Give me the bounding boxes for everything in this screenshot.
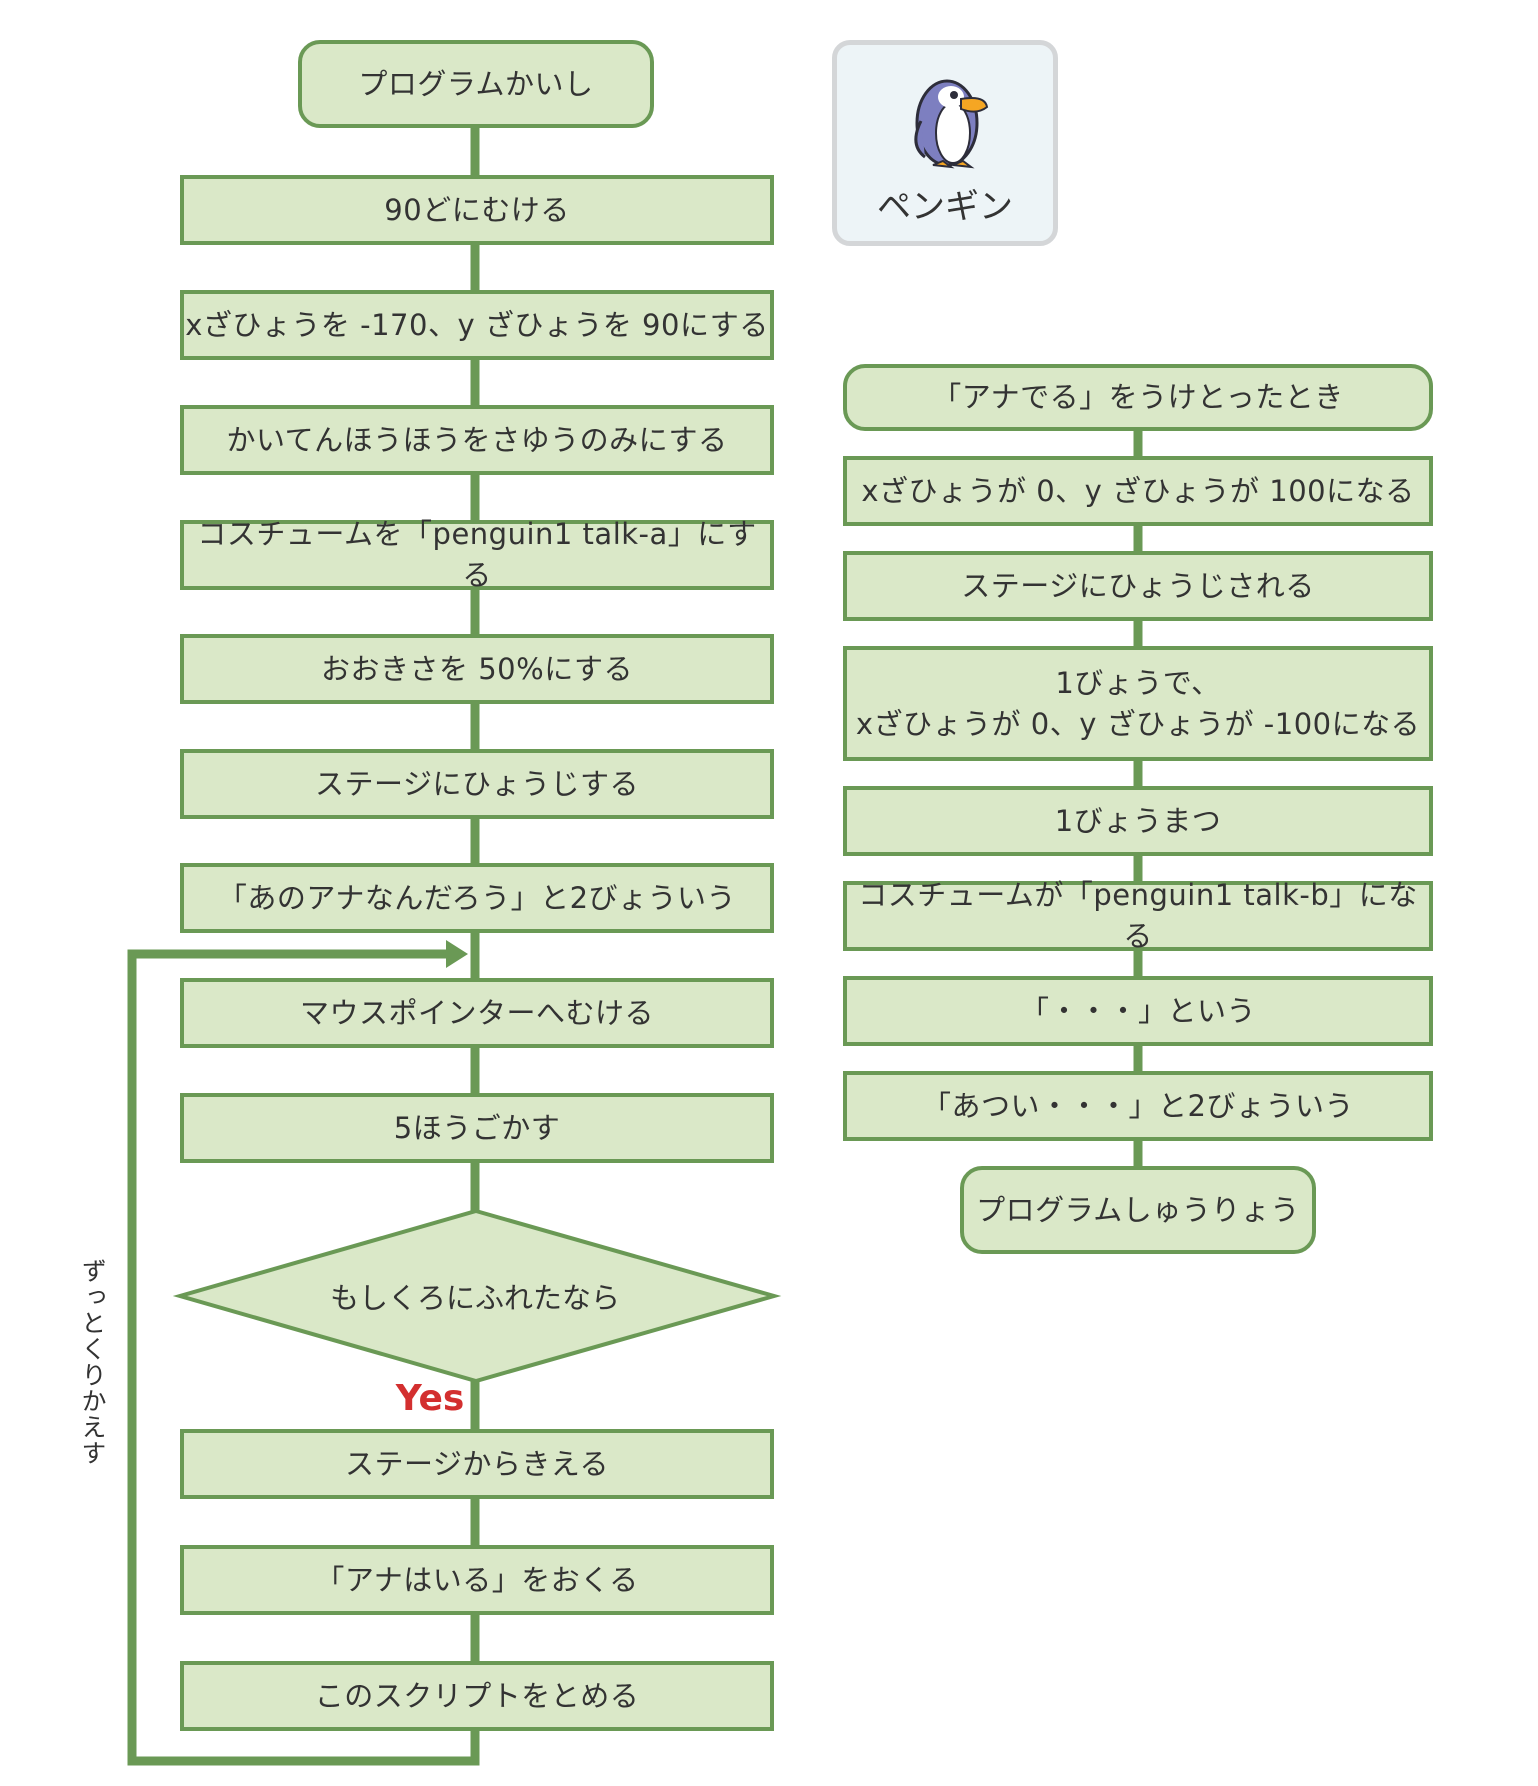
event-step: 「・・・」という [843, 976, 1433, 1046]
condition-diamond [172, 1208, 782, 1384]
main-step: ステージにひょうじする [180, 749, 774, 819]
sprite-card: ペンギン [832, 40, 1058, 246]
main-step: おおきさを 50%にする [180, 634, 774, 704]
event-end-terminal: プログラムしゅうりょう [960, 1166, 1316, 1254]
loop-label: ずっとくりかえす [78, 1258, 107, 1466]
main-step: 90どにむける [180, 175, 774, 245]
event-step: 1びょうまつ [843, 786, 1433, 856]
loop-back-line [127, 949, 480, 1766]
condition-label: もしくろにふれたなら [329, 1281, 620, 1315]
main-step: マウスポインターへむける [180, 978, 774, 1048]
event-step: コスチュームが「penguin1 talk-b」になる [843, 878, 1433, 953]
penguin-icon [914, 79, 989, 169]
main-step: 「あのアナなんだろう」と2びょういう [180, 863, 774, 933]
event-step: 1びょうで、 xざひょうが 0、y ざひょうが -100になる [843, 646, 1433, 761]
sprite-name: ペンギン [877, 187, 1013, 227]
event-step: 「あつい・・・」と2びょういう [843, 1071, 1433, 1141]
main-step: xざひょうを -170、y ざひょうを 90にする [180, 290, 774, 360]
main-step: コスチュームを「penguin1 talk-a」にする [180, 517, 774, 592]
main-step: 5ほうごかす [180, 1093, 774, 1163]
yes-step: このスクリプトをとめる [180, 1661, 774, 1731]
event-start-terminal: 「アナでる」をうけとったとき [843, 364, 1433, 431]
event-step: xざひょうが 0、y ざひょうが 100になる [843, 456, 1433, 526]
main-start-terminal: プログラムかいし [298, 40, 654, 128]
yes-step: 「アナはいる」をおくる [180, 1545, 774, 1615]
main-step: かいてんほうほうをさゆうのみにする [180, 405, 774, 475]
event-step: ステージにひょうじされる [843, 551, 1433, 621]
yes-label: Yes [395, 1378, 465, 1419]
loop-arrowhead [446, 940, 468, 968]
yes-step: ステージからきえる [180, 1429, 774, 1499]
